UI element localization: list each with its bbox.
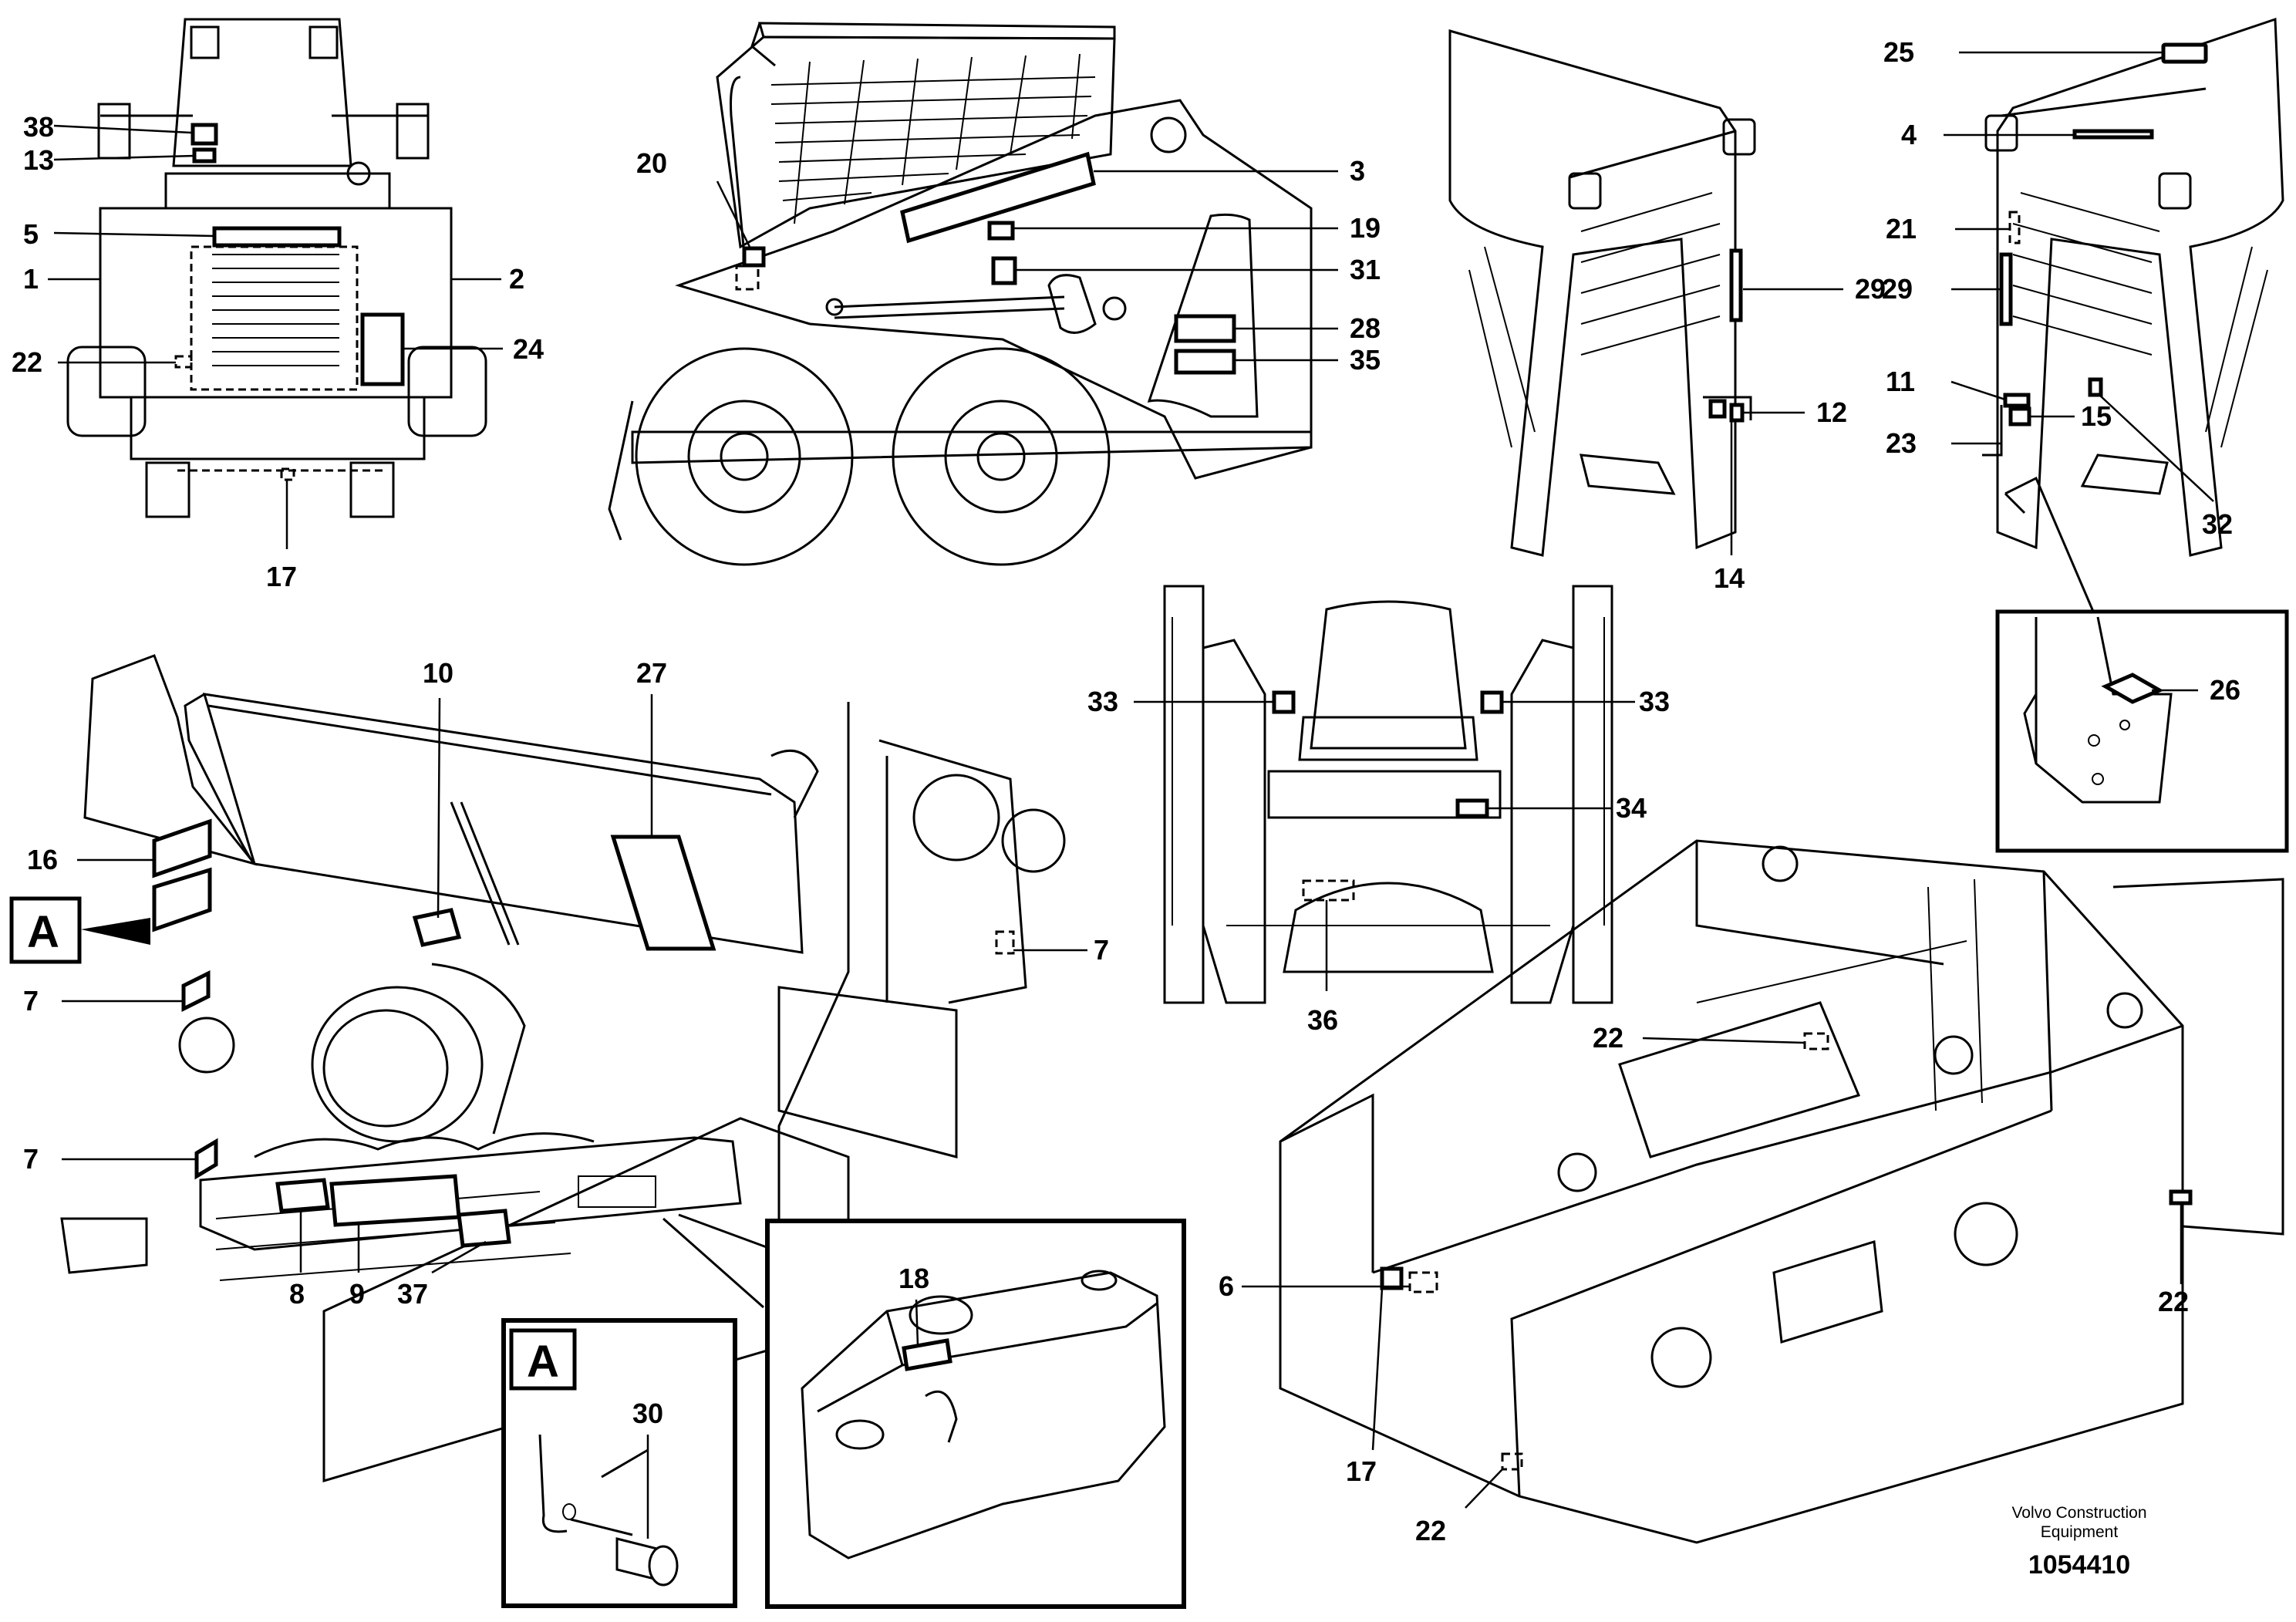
decal-31 [991,256,1017,285]
frame-view [1242,839,2284,1544]
callout-15: 15 [2081,400,2112,432]
decal-16a [152,818,212,878]
callout-28: 28 [1350,312,1381,344]
decal-7b [194,1138,218,1180]
callout-17b: 17 [1346,1455,1377,1487]
callout-18: 18 [899,1263,929,1294]
decal-35 [1174,349,1236,375]
decal-32 [2088,377,2103,397]
decal-28 [1174,314,1236,343]
decal-9 [329,1174,461,1227]
callout-32: 32 [2202,508,2233,540]
callout-36: 36 [1307,1004,1338,1036]
callout-30: 30 [632,1398,663,1429]
decal-5 [212,226,342,248]
callout-12: 12 [1816,396,1847,428]
decal-19 [987,221,1015,241]
decal-25 [2161,42,2208,64]
callout-26: 26 [2210,674,2240,706]
callout-5: 5 [23,218,39,250]
detail-a-title: A [527,1337,559,1387]
decal-17b [1380,1266,1404,1290]
decal-14 [1729,403,1745,423]
drawing-number: 1054410 [2028,1550,2130,1580]
decal-4 [2072,129,2154,140]
callout-22c: 22 [1415,1515,1446,1546]
callout-6: 6 [1219,1270,1234,1302]
operator-seat-view [1134,585,1635,1004]
decal-3 [900,151,1096,244]
decal-8 [275,1178,330,1213]
callout-9: 9 [349,1278,365,1310]
callout-22d: 22 [2158,1286,2189,1317]
company-name-line2: Equipment [2041,1523,2119,1541]
callout-29b: 29 [1882,273,1913,305]
callout-19: 19 [1350,212,1381,244]
decal-34 [1455,798,1489,818]
callout-22a: 22 [12,346,42,378]
callout-33a: 33 [1087,686,1118,717]
decal-11 [2003,393,2031,408]
callout-13: 13 [23,144,54,176]
fuel-tank-detail [765,1219,1186,1609]
callout-16: 16 [27,844,58,875]
decal-15 [2008,406,2031,427]
callout-14: 14 [1714,562,1745,594]
side-view [608,22,1338,566]
callout-34: 34 [1616,792,1647,824]
callout-38: 38 [23,111,54,143]
decal-22c [2169,1189,2193,1206]
callout-37: 37 [397,1278,428,1310]
company-name-line1: Volvo Construction [2011,1504,2146,1522]
callout-33b: 33 [1639,686,1670,717]
decal-33b [1480,690,1504,714]
decal-38 [190,123,218,146]
callout-7c: 7 [23,1143,39,1175]
decal-20 [742,246,766,268]
callout-labels: 38 13 5 1 2 22 24 17 20 3 19 31 28 35 29… [12,36,2240,1546]
callout-2: 2 [509,263,524,295]
callout-7a: 7 [23,985,39,1017]
decal-7a [181,969,211,1013]
decal-24 [360,312,405,386]
engine-bay-view [9,654,1087,1483]
decal-27 [610,835,716,951]
callout-31: 31 [1350,254,1381,285]
decal-37 [457,1209,511,1248]
decal-29 [1729,248,1743,322]
cab-rear-views [1448,17,2289,853]
decal-12 [1708,399,1727,419]
callout-29a: 29 [1855,273,1886,305]
decal-18 [902,1338,952,1371]
callout-11: 11 [1886,366,1915,397]
rear-view [48,18,503,549]
callout-35: 35 [1350,344,1381,376]
callout-3: 3 [1350,155,1365,187]
callout-8: 8 [289,1278,305,1310]
callout-24: 24 [513,333,544,365]
callout-10: 10 [423,657,453,689]
callout-27: 27 [636,657,667,689]
detail-a-view [501,1318,737,1608]
callout-25: 25 [1883,36,1914,68]
drawing-footer: Volvo Construction Equipment 1054410 [2011,1504,2146,1580]
callout-4: 4 [1901,119,1917,150]
callout-23: 23 [1886,427,1917,459]
decal-29b [1999,252,2013,326]
decal-33a [1272,690,1296,714]
decal-10 [412,908,462,947]
callout-1: 1 [23,263,39,295]
callout-17a: 17 [266,561,297,592]
decal-13 [192,147,217,164]
detail-a-marker: A [27,907,59,957]
callout-22b: 22 [1593,1022,1623,1054]
decal-16b [152,867,212,932]
callout-21: 21 [1886,213,1917,244]
callout-20: 20 [636,147,667,179]
callout-7b: 7 [1094,934,1109,966]
